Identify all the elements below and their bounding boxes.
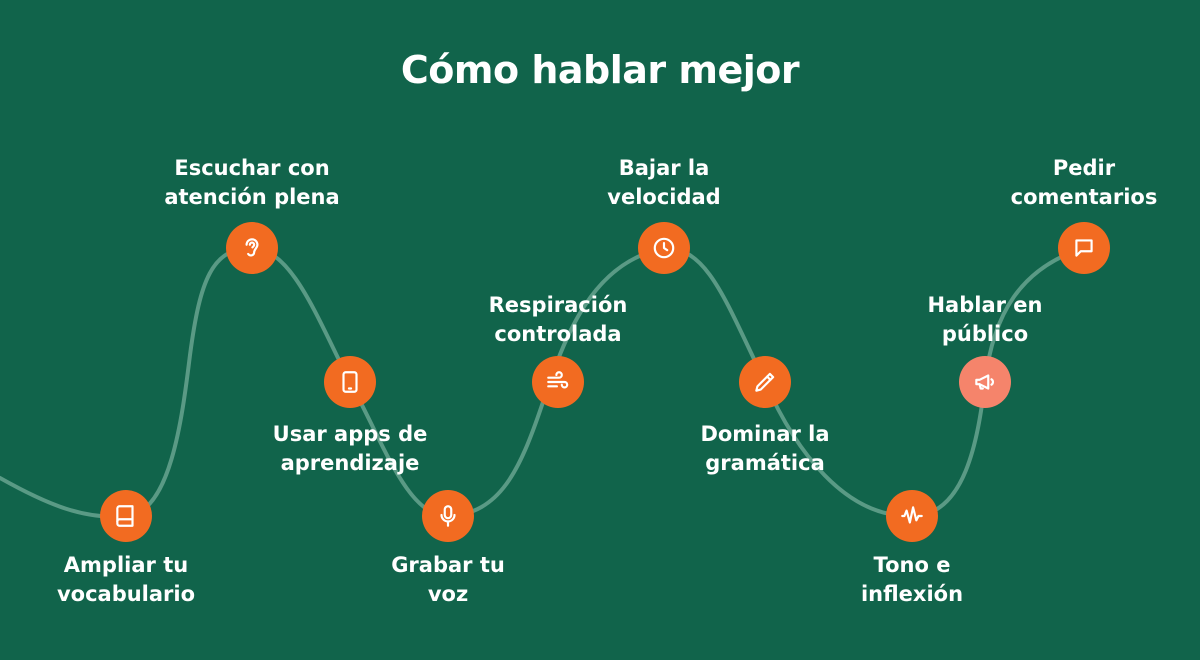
clock-icon	[653, 237, 675, 259]
step-node-public-speaking	[959, 356, 1011, 408]
megaphone-icon	[975, 374, 994, 390]
message-square-icon	[1075, 239, 1093, 257]
step-node-feedback	[1058, 222, 1110, 274]
step-node-vocabulary	[100, 490, 152, 542]
step-node-breathing	[532, 356, 584, 408]
step-node-record	[422, 490, 474, 542]
book-icon	[116, 505, 134, 527]
step-node-apps	[324, 356, 376, 408]
pencil-icon	[755, 372, 775, 392]
smartphone-icon	[342, 371, 358, 393]
step-node-tone	[886, 490, 938, 542]
wind-icon	[547, 371, 569, 389]
step-node-listening	[226, 222, 278, 274]
ear-icon	[245, 238, 259, 257]
step-node-slow-down	[638, 222, 690, 274]
page-title: Cómo hablar mejor	[400, 48, 800, 92]
step-node-grammar	[739, 356, 791, 408]
audio-wave-icon	[901, 506, 923, 524]
microphone-icon	[440, 505, 456, 527]
